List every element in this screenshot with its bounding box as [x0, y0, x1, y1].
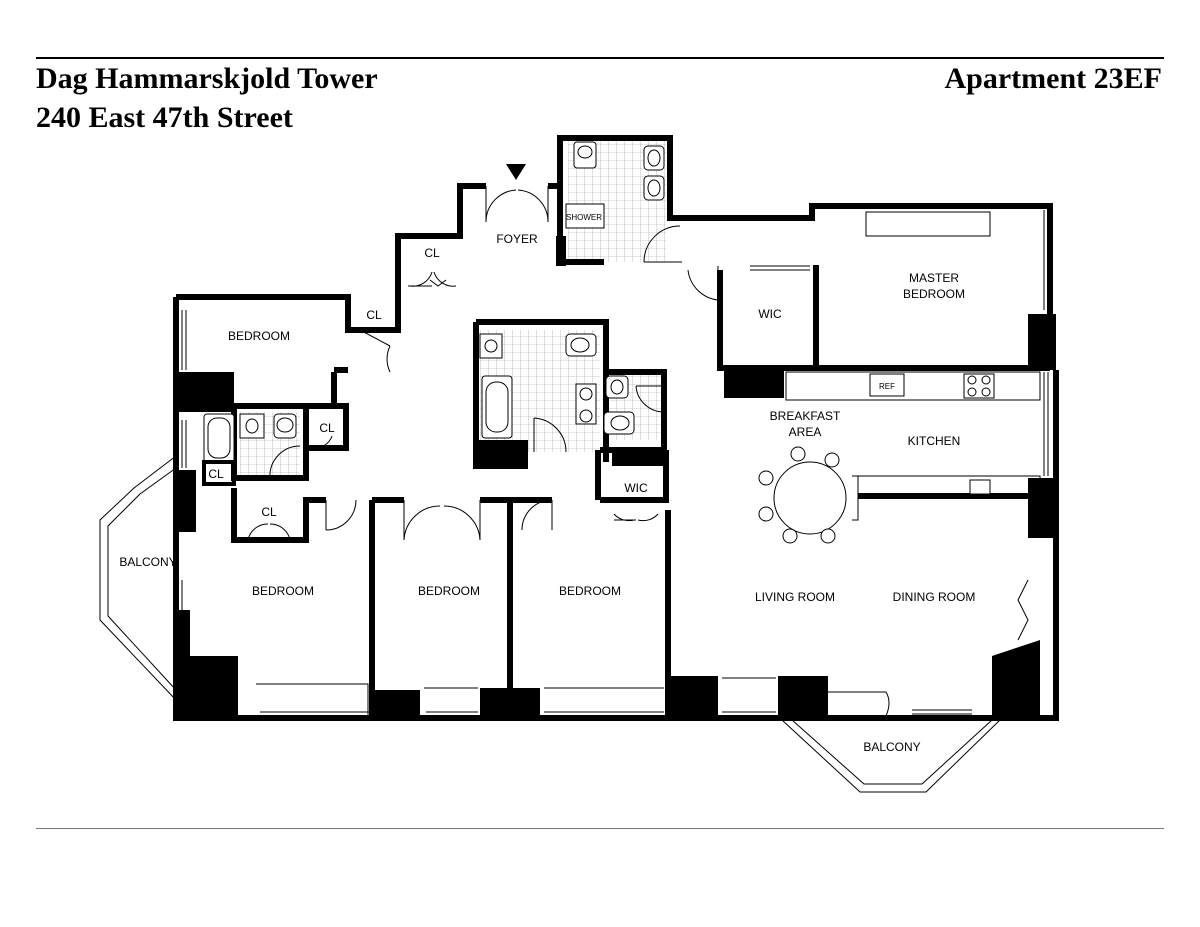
label-cl-foyer: CL: [424, 246, 440, 260]
dining-table: [758, 446, 859, 544]
label-foyer: FOYER: [496, 232, 538, 246]
doors: [181, 186, 1029, 715]
label-breakfast-line2: AREA: [789, 425, 822, 439]
building-address: 240 East 47th Street: [36, 101, 293, 134]
label-balcony-south: BALCONY: [863, 740, 920, 754]
building-name: Dag Hammarskjold Tower: [36, 62, 378, 95]
label-breakfast-line1: BREAKFAST: [770, 409, 841, 423]
label-cl-nw: CL: [366, 308, 382, 322]
label-bedroom-mid2: BEDROOM: [559, 584, 621, 598]
label-wic-center: WIC: [624, 481, 648, 495]
bottom-rule: [36, 828, 1164, 829]
label-ref: REF: [879, 382, 895, 391]
top-rule: [36, 57, 1164, 59]
label-cl-sw: CL: [261, 505, 277, 519]
label-kitchen: KITCHEN: [908, 434, 961, 448]
label-cl-hall: CL: [319, 421, 335, 435]
label-dining-room: DINING ROOM: [893, 590, 976, 604]
label-shower: SHOWER: [566, 213, 602, 222]
room-labels: FOYER SHOWER MASTER BEDROOM WIC BEDROOM …: [119, 213, 975, 754]
label-master-line1: MASTER: [909, 271, 959, 285]
windows: [181, 210, 1049, 718]
apartment-number: Apartment 23EF: [944, 62, 1162, 95]
label-living-room: LIVING ROOM: [755, 590, 835, 604]
label-master-line2: BEDROOM: [903, 287, 965, 301]
entry-arrow-icon: [506, 164, 526, 180]
kitchen-fixtures: [785, 371, 1041, 497]
balconies: [99, 455, 1001, 793]
label-bedroom-nw: BEDROOM: [228, 329, 290, 343]
label-wic-master: WIC: [758, 307, 782, 321]
closet-boxes: [202, 460, 236, 486]
columns: [176, 236, 1056, 718]
bath-fixtures: [203, 141, 665, 463]
label-balcony-west: BALCONY: [119, 555, 176, 569]
label-bedroom-mid1: BEDROOM: [418, 584, 480, 598]
label-cl-bath: CL: [208, 467, 224, 481]
label-bedroom-sw: BEDROOM: [252, 584, 314, 598]
